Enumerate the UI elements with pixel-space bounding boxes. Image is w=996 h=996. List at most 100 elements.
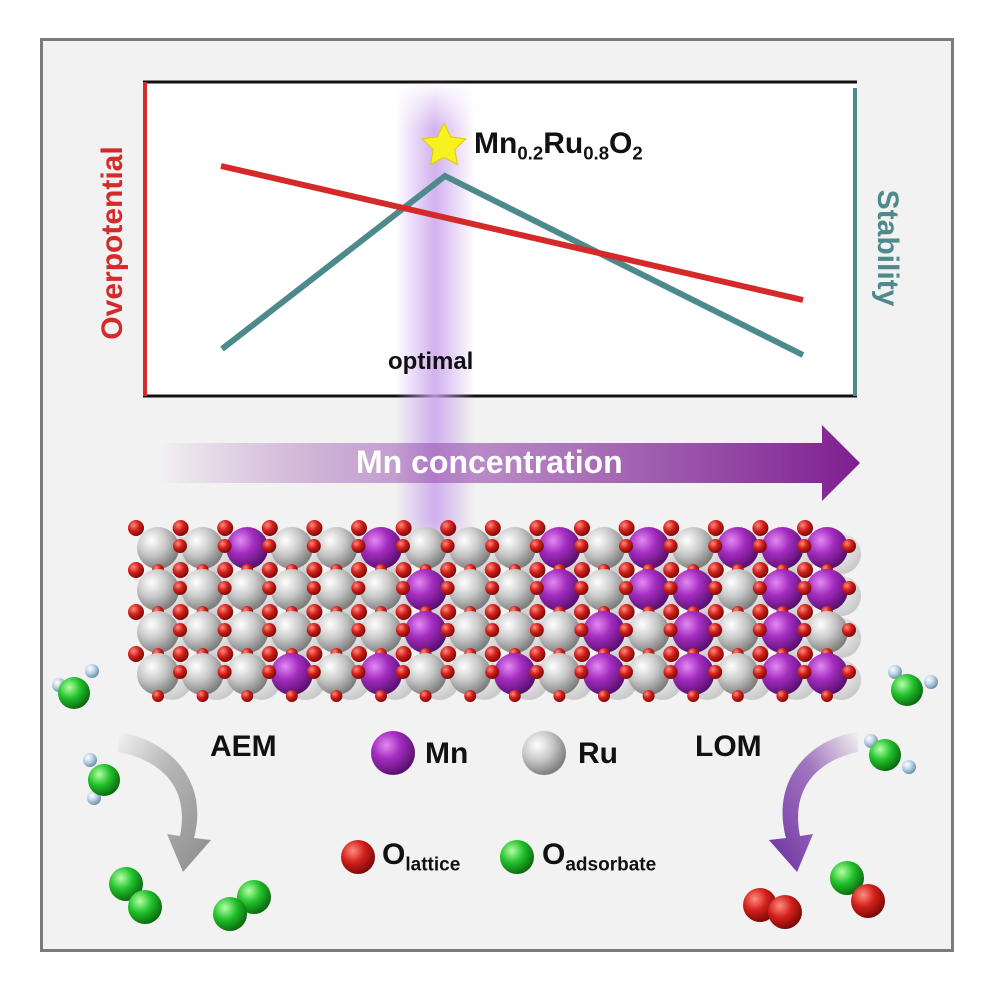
slab-oxygen-atom: [395, 604, 412, 620]
slab-oxygen-atom: [708, 623, 723, 637]
slab-mn-atom: [672, 611, 715, 653]
slab-ru-atom: [493, 611, 536, 653]
slab-oxygen-atom: [306, 646, 323, 662]
slab-oxygen-atom: [618, 646, 635, 662]
slab-oxygen-atom: [306, 520, 323, 536]
slab-oxygen-atom: [752, 581, 767, 595]
aem-curved-arrow: [118, 732, 211, 872]
slab-mn-atom: [806, 527, 848, 569]
slab-ru-atom: [226, 611, 269, 653]
optimal-label: optimal: [388, 348, 474, 375]
slab-oxygen-atom: [306, 581, 321, 595]
o2-lattice-atom: [768, 895, 802, 929]
slab-ru-atom: [226, 569, 269, 611]
slab-oxygen-atom: [396, 581, 410, 595]
slab-oxygen-atom: [707, 520, 724, 536]
slab-ru-atom: [493, 569, 536, 611]
compound-el-1: Mn: [474, 127, 518, 160]
slab-mn-atom: [493, 653, 536, 695]
slab-oxygen-atom: [529, 665, 544, 679]
o2-mixed-atom: [851, 884, 885, 918]
slab-mn-atom: [583, 611, 625, 653]
slab-oxygen-atom: [797, 581, 812, 595]
slab-mn-atom: [404, 569, 447, 611]
slab-oxygen-atom: [619, 665, 633, 679]
slab-oxygen-atom: [553, 690, 566, 702]
slab-oxygen-atom: [752, 562, 769, 578]
slab-oxygen-atom: [351, 604, 367, 620]
water-molecule-left-top-o: [58, 677, 90, 709]
slab-oxygen-atom: [217, 623, 232, 637]
o2-mixed-atom: [830, 861, 864, 895]
slab-oxygen-atom: [485, 539, 500, 553]
slab-oxygen-atom: [842, 581, 856, 595]
mn-concentration-label: Mn concentration: [356, 444, 623, 480]
slab-ru-atom: [181, 653, 224, 695]
slab-oxygen-atom: [440, 646, 457, 662]
lom-curved-arrow: [769, 732, 858, 872]
o-adsorbate-base: O: [542, 838, 566, 871]
slab-ru-atom: [270, 569, 313, 611]
slab-oxygen-atom: [529, 646, 546, 662]
slab-ru-atom: [360, 611, 402, 653]
legend-ru-label: Ru: [578, 737, 618, 770]
slab-ru-atom: [315, 527, 358, 569]
slab-oxygen-atom: [529, 604, 546, 620]
water-molecule-left-mid-o: [88, 764, 120, 796]
slab-oxygen-atom: [440, 520, 457, 536]
mechanism-arrows: [118, 732, 858, 872]
slab-oxygen-atom: [261, 562, 278, 578]
slab-ru-atom: [716, 653, 759, 695]
slab-oxygen-atom: [797, 520, 813, 536]
slab-oxygen-atom: [574, 520, 590, 536]
slab-oxygen-atom: [842, 665, 856, 679]
slab-mn-atom: [806, 569, 848, 611]
slab-oxygen-atom: [642, 690, 655, 702]
slab-mn-atom: [672, 653, 715, 695]
compound-el-3: O: [609, 127, 633, 160]
molecules: [52, 664, 938, 931]
optimal-star-icon: [420, 121, 468, 166]
legend-mn-swatch: [371, 731, 415, 775]
slab-ru-atom: [137, 569, 179, 611]
slab-oxygen-atom: [618, 604, 635, 620]
slab-oxygen-atom: [440, 562, 457, 578]
slab-oxygen-atom: [395, 520, 412, 536]
slab-ru-atom: [449, 527, 492, 569]
o2-adsorbate-atom: [237, 880, 271, 914]
slab-oxygen-atom: [797, 646, 813, 662]
slab-oxygen-atom: [842, 539, 856, 553]
slab-oxygen-atom: [261, 646, 278, 662]
slab-oxygen-atom: [707, 604, 724, 620]
slab-oxygen-atom: [306, 539, 321, 553]
slab-oxygen-atom: [172, 520, 189, 536]
slab-oxygen-atom: [306, 562, 323, 578]
slab-oxygen-atom: [797, 665, 812, 679]
slab-oxygen-atom: [351, 623, 366, 637]
slab-oxygen-atom: [574, 623, 589, 637]
slab-oxygen-atom: [217, 665, 232, 679]
slab-oxygen-atom: [708, 539, 723, 553]
slab-mn-atom: [538, 527, 581, 569]
slab-oxygen-atom: [485, 581, 500, 595]
slab-oxygen-atom: [217, 539, 232, 553]
slab-oxygen-atom: [663, 623, 678, 637]
slab-oxygen-atom: [306, 665, 321, 679]
o-adsorbate-sub: adsorbate: [565, 854, 657, 876]
slab-oxygen-atom: [619, 539, 633, 553]
slab-oxygen-atom: [196, 690, 209, 702]
legend-ru-swatch: [522, 731, 566, 775]
slab-oxygen-atom: [687, 690, 700, 702]
overpotential-curve: [220, 163, 804, 303]
slab-mn-atom: [627, 569, 670, 611]
mn-concentration-arrow: [158, 425, 860, 501]
legend-o-lattice-swatch: [341, 840, 375, 874]
slab-oxygen-atom: [708, 665, 723, 679]
slab-mn-atom: [404, 611, 447, 653]
slab-ru-atom: [270, 611, 313, 653]
slab-oxygen-atom: [396, 623, 410, 637]
slab-mn-atom: [226, 527, 269, 569]
crystal-slab: [128, 520, 861, 702]
slab-oxygen-atom: [217, 562, 234, 578]
